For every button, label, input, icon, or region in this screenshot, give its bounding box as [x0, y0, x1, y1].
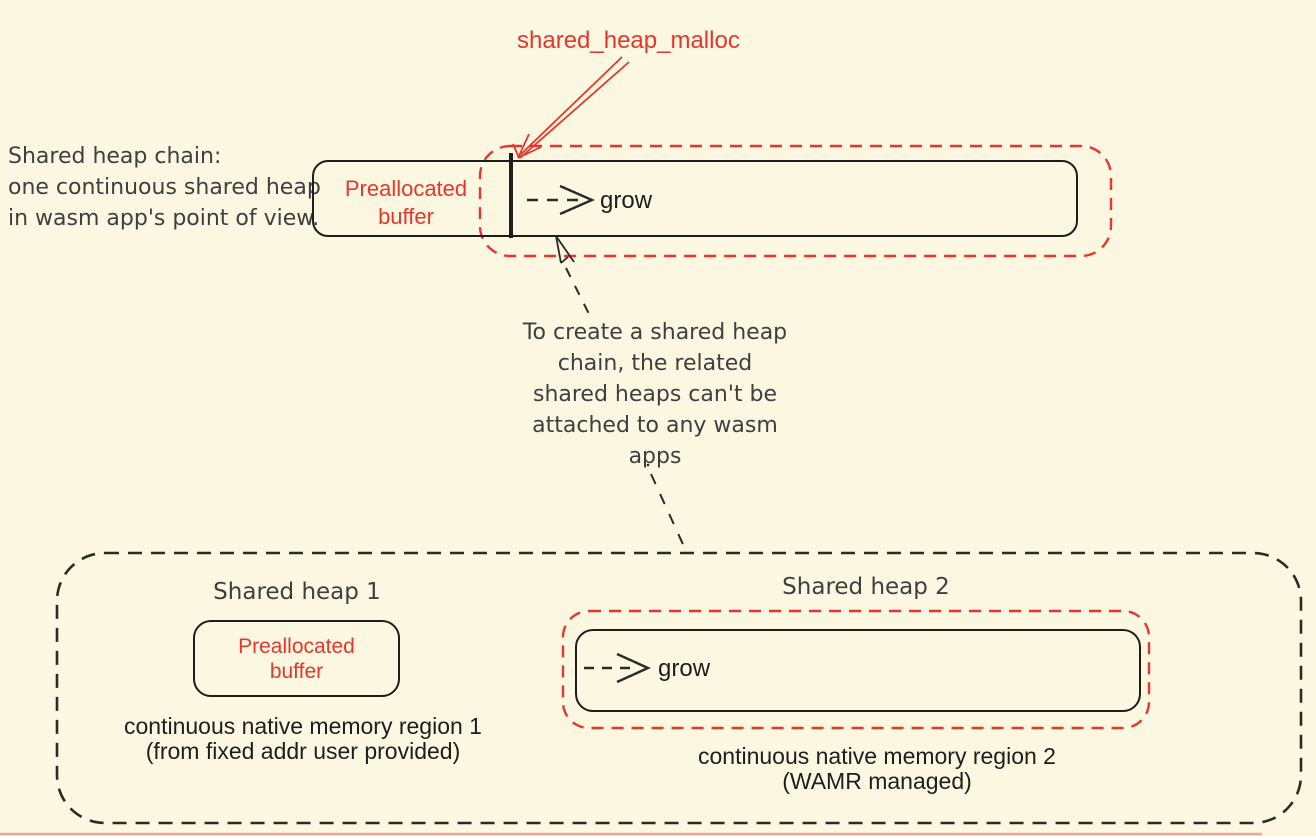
heap2-title: Shared heap 2: [782, 574, 950, 600]
preallocated-buffer-line: Preallocated: [344, 176, 468, 201]
note-connector-line-upper: [565, 267, 591, 317]
heap-boundary-tick: [509, 153, 513, 238]
note-line: shared heaps can't be: [532, 382, 777, 407]
malloc-label: shared_heap_malloc: [517, 27, 740, 54]
heap2-caption: continuous native memory region 2 (WAMR …: [677, 744, 1077, 794]
chain-caption: Shared heap chain: one continuous shared…: [8, 141, 321, 234]
chain-caption-line: Shared heap chain:: [8, 144, 222, 169]
chain-caption-line: one continuous shared heap: [8, 175, 321, 200]
heap1-caption-line: (from fixed addr user provided): [145, 738, 461, 764]
chain-caption-line: in wasm app's point of view.: [8, 206, 320, 231]
note-line: apps: [628, 444, 682, 469]
chain-heap-rect: [312, 160, 1078, 237]
note-text: To create a shared heap chain, the relat…: [490, 317, 820, 472]
note-line: chain, the related: [557, 351, 753, 376]
heap2-grow-label: grow: [658, 655, 711, 682]
note-line: To create a shared heap: [522, 320, 788, 345]
heap1-buffer-line: buffer: [269, 659, 324, 683]
malloc-arrow-icon: [512, 56, 630, 159]
heap1-buffer-label: Preallocated buffer: [238, 634, 355, 684]
heap2-caption-line: (WAMR managed): [782, 768, 972, 794]
heap2-rect: [575, 629, 1141, 712]
grow-label: grow: [600, 187, 653, 214]
heap1-title: Shared heap 1: [213, 579, 381, 605]
pointer-arrow-icon: [555, 235, 575, 264]
heap1-rect: Preallocated buffer: [193, 620, 400, 697]
preallocated-buffer-label: Preallocated buffer: [326, 175, 486, 231]
heap1-buffer-line: Preallocated: [238, 634, 355, 658]
heap1-caption-line: continuous native memory region 1: [124, 713, 482, 739]
note-connector-line-lower: [650, 473, 687, 552]
heap2-caption-line: continuous native memory region 2: [698, 743, 1056, 769]
preallocated-buffer-line: buffer: [378, 204, 434, 229]
note-line: attached to any wasm: [532, 413, 778, 438]
heap1-caption: continuous native memory region 1 (from …: [108, 714, 498, 764]
